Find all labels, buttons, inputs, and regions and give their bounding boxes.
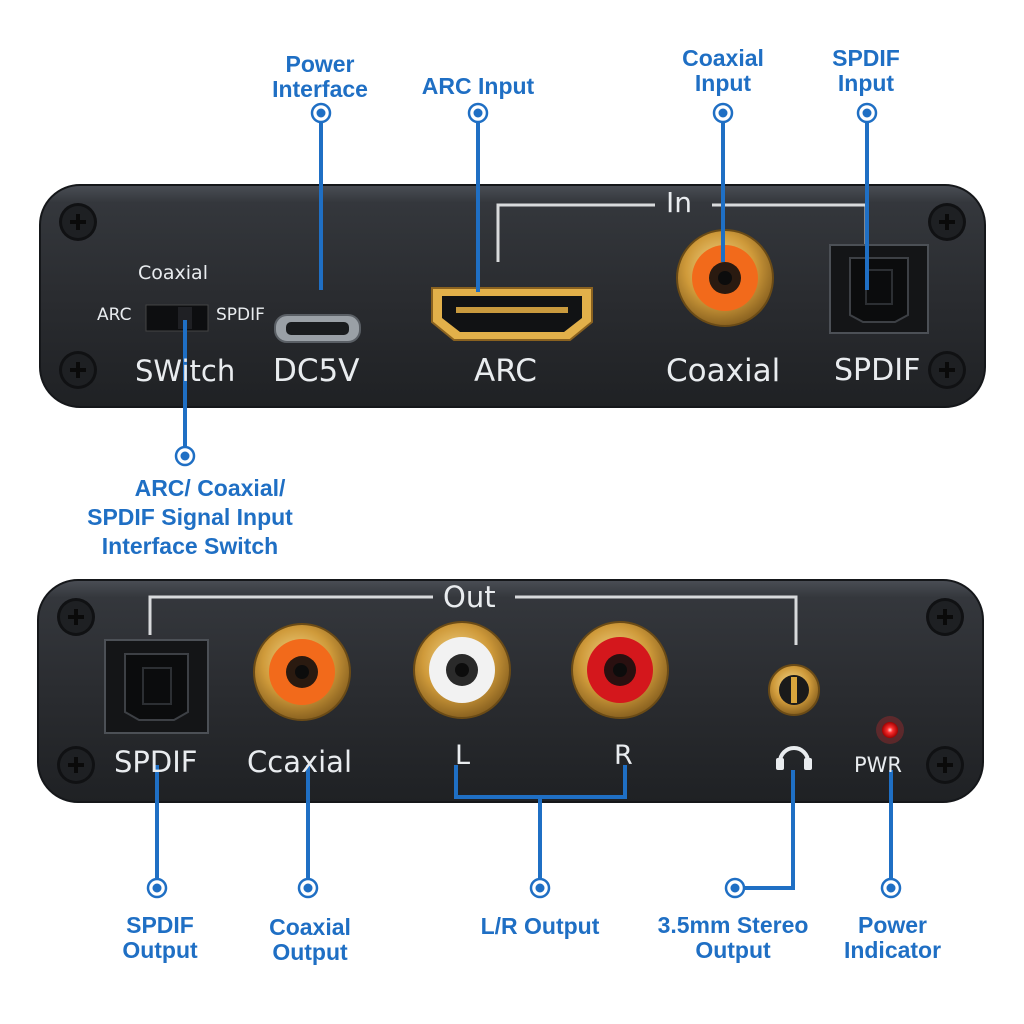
callout-line: SPDIF — [126, 912, 194, 938]
callout-line: Power — [857, 912, 928, 938]
slide-switch[interactable] — [145, 304, 209, 332]
callout-line: ARC Input — [421, 73, 535, 99]
callout-line: 3.5mm Stereo — [657, 912, 809, 938]
callout-line: Indicator — [843, 937, 942, 963]
power-led — [876, 716, 904, 744]
callout-line: L/R Output — [480, 913, 600, 939]
callout-coaxial-input: Coaxial Input — [668, 46, 778, 96]
spdif-input-port[interactable] — [829, 244, 929, 334]
callout-line: SPDIF — [832, 45, 900, 71]
stereo-3-5mm-jack[interactable] — [768, 664, 820, 716]
coaxial-input-jack[interactable] — [676, 229, 774, 327]
callout-line: ARC/ Coaxial/ — [134, 475, 286, 501]
callout-spdif-output: SPDIF Output — [110, 913, 210, 963]
callout-line: Interface Switch — [101, 533, 279, 559]
spdif-output-port[interactable] — [104, 639, 209, 734]
callout-line: Output — [122, 937, 198, 963]
headphone-icon — [776, 746, 812, 770]
callout-line: Coaxial — [682, 45, 764, 71]
coaxial-label: Coaxial — [666, 353, 781, 389]
callout-arc-input: ARC Input — [408, 74, 548, 99]
left-output-jack[interactable] — [413, 621, 511, 719]
coaxial-out-label: Ccaxial — [247, 745, 353, 779]
spdif-out-label: SPDIF — [114, 745, 198, 779]
out-group-label: Out — [443, 580, 496, 614]
hdmi-arc-port[interactable] — [431, 287, 593, 341]
coaxial-output-jack[interactable] — [253, 623, 351, 721]
left-out-label: L — [455, 740, 471, 771]
callout-line: SPDIF Signal Input — [87, 504, 293, 530]
callout-power-interface: Power Interface — [260, 52, 380, 102]
lr-output-connector — [454, 765, 627, 888]
in-group-label: In — [666, 186, 693, 219]
switch-top-label: Coaxial — [138, 262, 208, 284]
out-bracket — [148, 595, 798, 645]
dc5v-label: DC5V — [273, 353, 360, 389]
dc5v-port[interactable] — [274, 314, 361, 343]
callout-line: Interface — [272, 76, 368, 102]
spdif-label: SPDIF — [834, 353, 921, 388]
callout-lr-output: L/R Output — [455, 914, 625, 939]
callout-dots — [146, 102, 902, 899]
callout-line: Input — [694, 70, 752, 96]
switch-label: SWitch — [135, 354, 236, 388]
callout-switch: ARC/ Coaxial/ SPDIF Signal Input Interfa… — [70, 474, 310, 561]
arc-label: ARC — [474, 353, 537, 389]
callout-line: Output — [695, 937, 771, 963]
callout-power-indicator: Power Indicator — [835, 913, 950, 963]
callout-line: Power — [285, 51, 355, 77]
right-output-jack[interactable] — [571, 621, 669, 719]
switch-right-label: SPDIF — [216, 305, 265, 325]
callout-leaders — [155, 113, 893, 890]
switch-left-label: ARC — [97, 305, 132, 325]
right-out-label: R — [614, 740, 633, 771]
callout-line: Coaxial — [269, 914, 351, 940]
callout-spdif-input: SPDIF Input — [816, 46, 916, 96]
pwr-label: PWR — [854, 753, 903, 777]
callout-line: Input — [837, 70, 895, 96]
callout-stereo-output: 3.5mm Stereo Output — [648, 913, 818, 963]
callout-line: Output — [272, 939, 348, 965]
phillips-screw-icon — [57, 203, 966, 784]
callout-coaxial-output: Coaxial Output — [255, 915, 365, 965]
